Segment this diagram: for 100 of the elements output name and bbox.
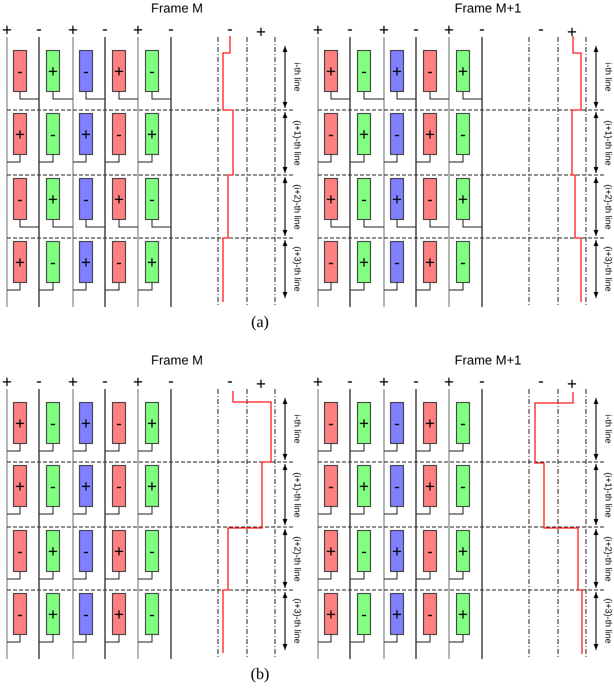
polarity-sign: -: [102, 20, 108, 38]
subpixel: -: [13, 530, 27, 572]
polarity-sign: +: [2, 374, 12, 390]
subpixel: -: [357, 593, 371, 635]
subpixel: +: [324, 593, 338, 635]
subpixel: +: [324, 178, 338, 220]
subpixel: +: [112, 50, 126, 92]
subpixel: -: [423, 530, 437, 572]
subpixel: +: [112, 178, 126, 220]
subpixel: +: [13, 241, 27, 283]
subpixel: -: [390, 402, 404, 444]
subpixel: +: [357, 113, 371, 155]
subpixel: -: [13, 593, 27, 635]
row-label: (i+3)-th line: [604, 246, 612, 292]
subpixel: +: [13, 402, 27, 444]
polarity-sign: -: [347, 372, 353, 390]
subpixel: -: [423, 593, 437, 635]
polarity-sign: +: [256, 24, 266, 40]
row-label: (i+3)-th line: [292, 598, 302, 644]
subpixel: +: [112, 530, 126, 572]
subpixel: +: [324, 530, 338, 572]
subpixel: +: [456, 530, 470, 572]
subpixel: -: [357, 530, 371, 572]
polarity-sign: -: [36, 372, 42, 390]
row-label: i-th line: [292, 62, 302, 92]
polarity-sign: -: [168, 20, 174, 38]
polarity-sign: -: [168, 372, 174, 390]
frame-title: Frame M+1: [454, 2, 522, 14]
polarity-sign: -: [538, 20, 544, 38]
subpixel: -: [324, 402, 338, 444]
subpixel: -: [145, 50, 159, 92]
subpixel: -: [324, 113, 338, 155]
row-label: (i+3)-th line: [292, 246, 302, 292]
row-label: (i+1)-th line: [604, 120, 612, 166]
subpixel: -: [79, 50, 93, 92]
subpixel: -: [145, 530, 159, 572]
polarity-sign: +: [2, 22, 12, 38]
frame-title: Frame M: [151, 354, 203, 366]
subpixel: -: [112, 241, 126, 283]
subpixel: -: [46, 241, 60, 283]
subpixel: -: [112, 402, 126, 444]
subpixel: +: [79, 402, 93, 444]
polarity-sign: +: [68, 374, 78, 390]
row-label: (i+1)-th line: [292, 120, 302, 166]
subpixel: +: [357, 465, 371, 507]
row-label: i-th line: [604, 414, 612, 444]
subpixel: -: [357, 50, 371, 92]
subpixel: +: [456, 50, 470, 92]
subpixel: +: [390, 178, 404, 220]
subpixel: +: [423, 402, 437, 444]
subpixel: +: [13, 113, 27, 155]
subpixel: -: [390, 113, 404, 155]
subpixel: +: [456, 178, 470, 220]
polarity-sign: +: [313, 374, 323, 390]
subpixel: +: [112, 593, 126, 635]
subpixel: +: [390, 530, 404, 572]
subpixel: -: [46, 402, 60, 444]
polarity-sign: -: [479, 372, 485, 390]
subpixel: +: [423, 241, 437, 283]
subpixel: -: [324, 465, 338, 507]
subpixel: +: [46, 178, 60, 220]
subpixel: +: [46, 530, 60, 572]
subpixel: +: [79, 113, 93, 155]
figure-caption: (a): [251, 315, 269, 331]
subpixel: -: [357, 178, 371, 220]
polarity-sign: +: [68, 22, 78, 38]
polarity-sign: -: [227, 20, 233, 38]
subpixel: -: [456, 113, 470, 155]
subpixel: -: [145, 593, 159, 635]
subpixel: +: [423, 113, 437, 155]
subpixel: -: [456, 241, 470, 283]
subpixel: -: [390, 241, 404, 283]
subpixel: -: [46, 465, 60, 507]
frame-title: Frame M: [151, 2, 203, 14]
polarity-sign: +: [444, 374, 454, 390]
subpixel: +: [13, 465, 27, 507]
polarity-sign: -: [479, 20, 485, 38]
subpixel: +: [145, 465, 159, 507]
subpixel: +: [145, 241, 159, 283]
row-label: (i+2)-th line: [604, 184, 612, 230]
polarity-sign: +: [444, 22, 454, 38]
figure-caption: (b): [250, 667, 270, 683]
subpixel: -: [423, 178, 437, 220]
polarity-sign: +: [567, 376, 577, 392]
subpixel: +: [324, 50, 338, 92]
row-label: (i+1)-th line: [292, 472, 302, 518]
subpixel: -: [145, 178, 159, 220]
subpixel: -: [13, 50, 27, 92]
row-label: (i+2)-th line: [292, 184, 302, 230]
polarity-sign: -: [227, 372, 233, 390]
polarity-sign: +: [133, 22, 143, 38]
subpixel: -: [423, 50, 437, 92]
subpixel: +: [357, 241, 371, 283]
polarity-sign: +: [133, 374, 143, 390]
subpixel: -: [79, 530, 93, 572]
subpixel: -: [324, 241, 338, 283]
subpixel: +: [79, 465, 93, 507]
subpixel: -: [13, 178, 27, 220]
subpixel: +: [357, 402, 371, 444]
subpixel: -: [390, 465, 404, 507]
